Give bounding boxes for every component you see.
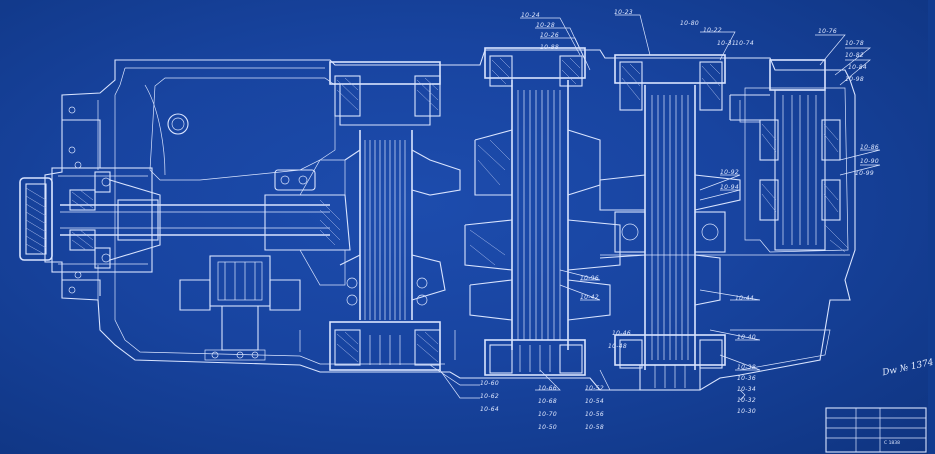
callout-label: 10-76 — [818, 28, 837, 35]
callout-label: 10-50 — [538, 424, 557, 431]
callout-label: 10-98 — [845, 76, 864, 83]
shaft-4-assembly — [729, 59, 849, 253]
callout-label: 10-82 — [845, 52, 864, 59]
callout-label: 10-23 — [614, 9, 633, 16]
callout-label: 10-54 — [585, 398, 604, 405]
leader-lines — [429, 14, 881, 399]
callout-label: 10-44 — [735, 295, 754, 302]
callout-label: 10-92 — [720, 169, 739, 176]
callout-label: 10-99 — [855, 170, 874, 177]
callout-label: 10-66 — [538, 385, 557, 392]
shaft-3-assembly — [599, 54, 741, 391]
callout-label: 10-70 — [538, 411, 557, 418]
callout-label: 10-58 — [585, 424, 604, 431]
callout-label: 10-28 — [536, 22, 555, 29]
callout-label: 10-38 — [737, 364, 756, 371]
shaft-1-assembly — [329, 61, 461, 371]
callout-label: 10-84 — [848, 64, 867, 71]
callout-label: 10-80 — [680, 20, 699, 27]
sheet-code: C 1838 — [884, 441, 901, 446]
callout-label: 10-22 — [703, 27, 722, 34]
callout-label: 10-40 — [737, 334, 756, 341]
shaft-2-assembly — [464, 47, 621, 376]
callout-label: 10-86 — [860, 144, 879, 151]
callout-label: 10-30 — [737, 408, 756, 415]
callout-label: 10-24 — [521, 12, 540, 19]
callout-label: 10-94 — [720, 184, 739, 191]
callout-label: 10-90 — [860, 158, 879, 165]
callout-label: 10-62 — [480, 393, 499, 400]
callout-label: 10-96 — [580, 275, 599, 282]
input-shaft-assembly — [19, 106, 330, 296]
callout-label: 10-52 — [585, 385, 604, 392]
callout-label: 10-68 — [538, 398, 557, 405]
callout-label: 10-31 — [717, 40, 736, 47]
callout-label: 10-78 — [845, 40, 864, 47]
bevel-coupling — [179, 159, 351, 361]
callout-label: 10-48 — [608, 343, 627, 350]
callout-label: 10-56 — [585, 411, 604, 418]
callout-label: 10-42 — [580, 294, 599, 301]
callout-label: 10-32 — [737, 397, 756, 404]
callout-label: 10-74 — [735, 40, 754, 47]
callout-label: 10-36 — [737, 375, 756, 382]
title-block — [739, 389, 927, 453]
callout-label: 10-46 — [612, 330, 631, 337]
callout-label: 10-26 — [540, 32, 559, 39]
callout-label: 10-34 — [737, 386, 756, 393]
callout-label: 10-60 — [480, 380, 499, 387]
callout-label: 10-88 — [540, 44, 559, 51]
housing-outline — [44, 49, 856, 391]
callout-label: 10-64 — [480, 406, 499, 413]
